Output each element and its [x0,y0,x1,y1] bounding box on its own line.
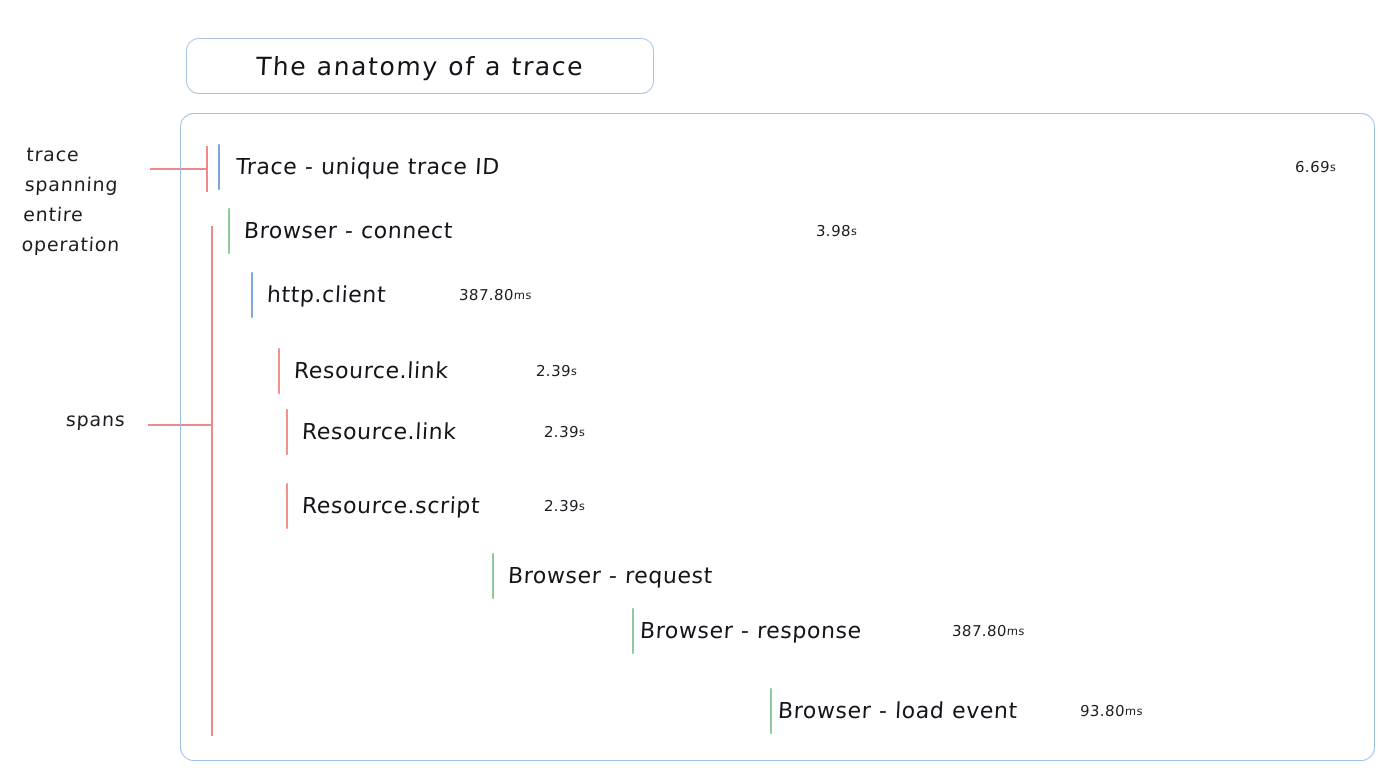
span-bar[interactable] [770,688,772,734]
span-name: http.client [266,282,387,308]
span-name: Browser - connect [243,218,454,244]
span-name: Trace - unique trace ID [235,154,501,180]
span-row[interactable]: Browser - request [492,553,714,599]
spans-bracket [211,226,213,736]
span-name: Resource.link [293,358,450,384]
span-name: Browser - request [507,563,714,589]
span-bar[interactable] [251,272,253,318]
span-bar[interactable] [228,208,230,254]
span-name: Resource.script [301,493,481,519]
span-bar[interactable] [632,608,634,654]
trace-leader-line [150,168,206,170]
span-bar[interactable] [286,483,288,529]
span-bar[interactable] [492,553,494,599]
trace-waterfall-panel [180,113,1375,761]
trace-bracket [206,146,208,192]
title-box: The anatomy of a trace [186,38,654,94]
annotation-trace-label: trace spanning entire operation [21,144,121,256]
span-bar[interactable] [218,144,220,190]
span-name: Resource.link [301,419,458,445]
span-bar[interactable] [278,348,280,394]
span-bar[interactable] [286,409,288,455]
annotation-spans-label: spans [65,409,127,431]
span-name: Browser - response [639,618,863,644]
page-title: The anatomy of a trace [255,51,585,81]
span-name: Browser - load event [777,698,1019,724]
